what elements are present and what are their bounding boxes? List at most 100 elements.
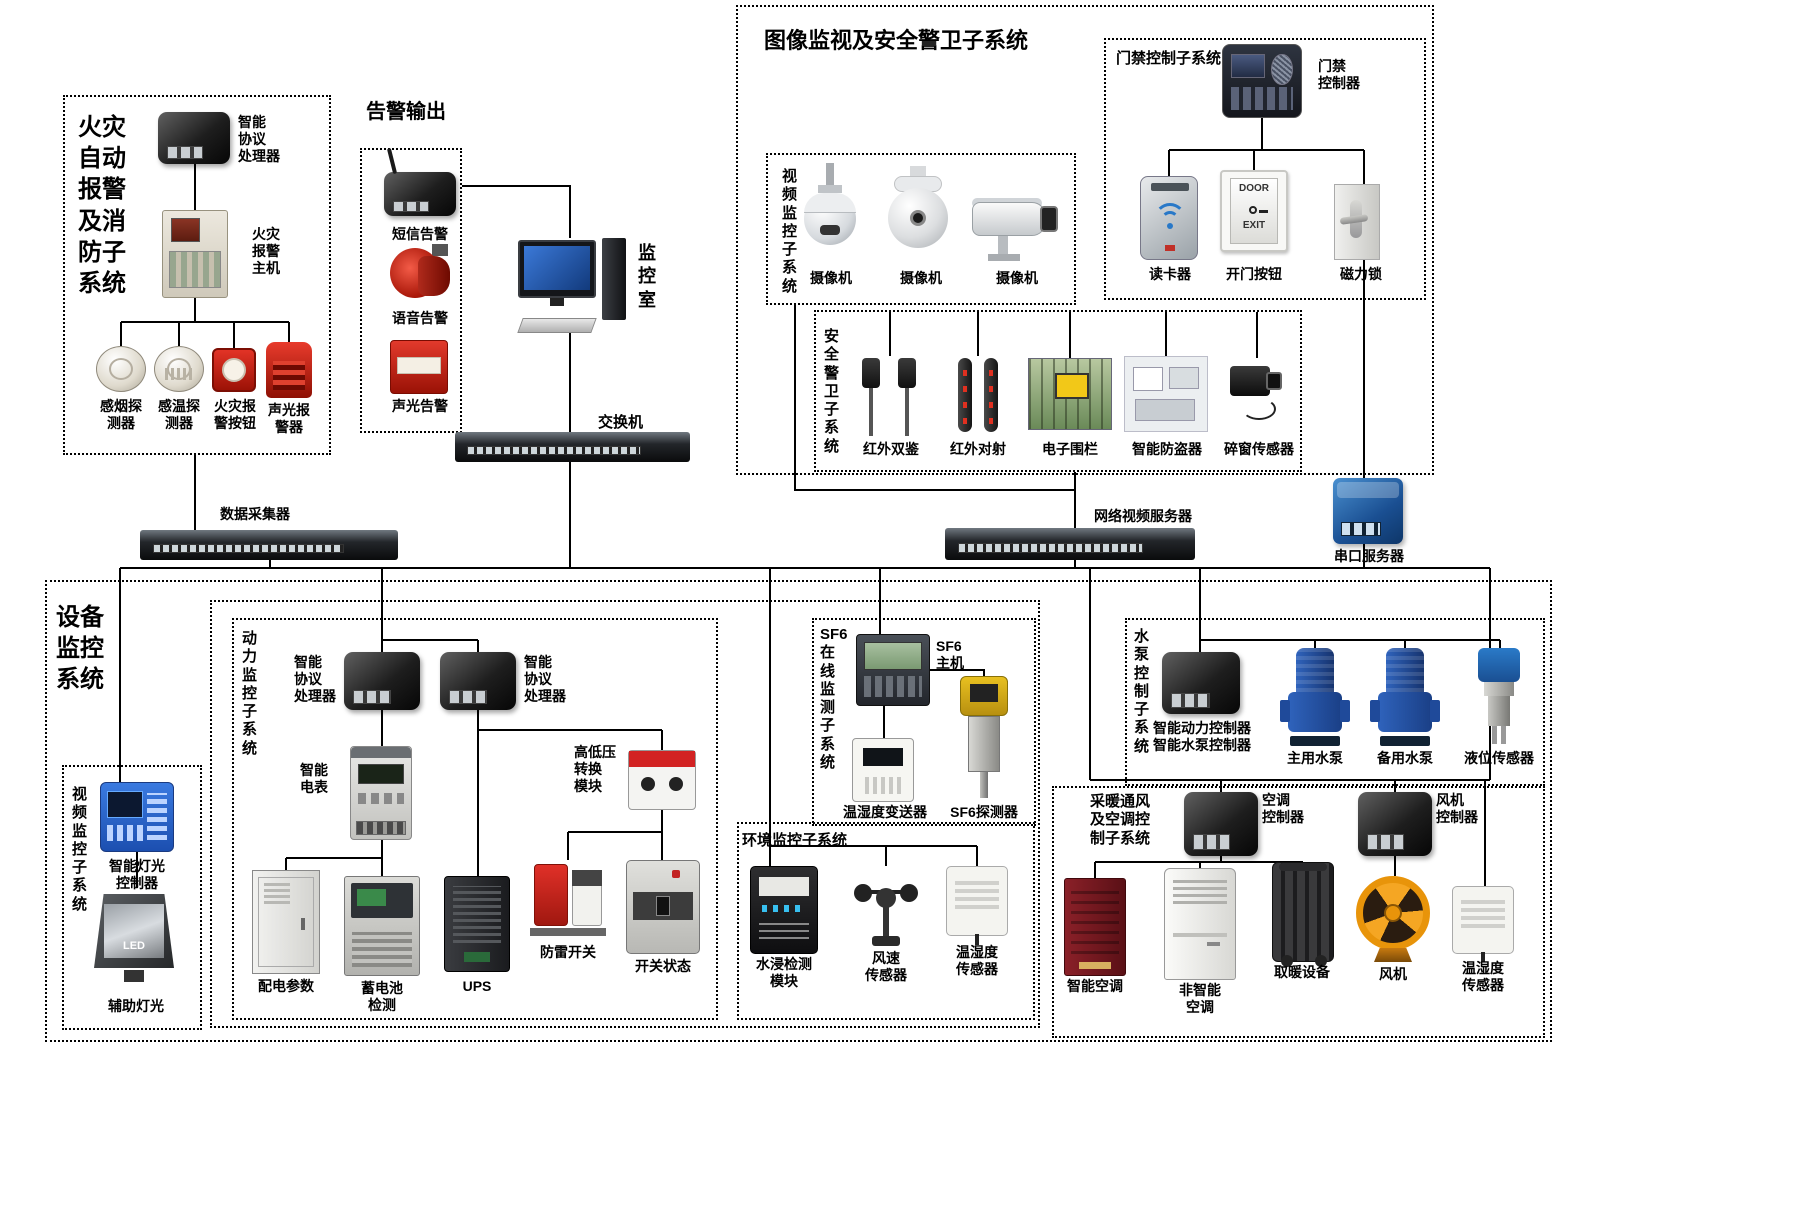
meter-lcd <box>358 763 404 784</box>
led-floodlight-device: LED <box>94 888 174 988</box>
detector-probe <box>980 772 988 798</box>
sf6-host-label: SF6 主机 <box>936 638 964 672</box>
th-sensor-device <box>946 866 1008 945</box>
video-surveillance-title: 视 频 监 控 子 系 统 <box>782 168 798 295</box>
kit-module <box>1135 399 1195 421</box>
image-security-system-box <box>736 5 1434 475</box>
sensor-fork <box>1501 726 1506 744</box>
security-guard-title: 安 全 警 卫 子 系 统 <box>824 328 840 455</box>
cabinet-handle <box>300 917 305 930</box>
ir-beam-label: 红外对射 <box>950 441 1006 457</box>
battery-label: 蓄电池 检测 <box>361 980 403 1014</box>
ac-controller-device <box>1184 792 1258 856</box>
surge-protector-label: 防雷开关 <box>540 944 596 960</box>
ups-screen <box>464 952 490 962</box>
ethernet-ports <box>166 146 203 159</box>
camera3-label: 摄像机 <box>996 270 1038 286</box>
ac-panel <box>1079 961 1111 970</box>
sensor-body <box>1488 696 1510 726</box>
video-light-title: 视 频 监 控 子 系 统 <box>72 786 88 913</box>
electric-fence-label: 电子围栏 <box>1042 441 1098 457</box>
camera-foot <box>988 254 1020 261</box>
serial-ports <box>1341 521 1381 537</box>
light-controller-label: 智能灯光 控制器 <box>109 858 165 892</box>
pump-controller-label: 智能动力控制器 智能水泵控制器 <box>1153 720 1251 754</box>
sf6-detector-device <box>956 676 1012 800</box>
fan-blades <box>1356 876 1430 950</box>
network-video-server-label: 网络视频服务器 <box>1094 508 1192 524</box>
sensor-ridges <box>1461 897 1505 928</box>
camera1-label: 摄像机 <box>810 270 852 286</box>
power-processor2-label: 智能 协议 处理器 <box>524 654 566 705</box>
sensor-cable <box>1242 398 1276 420</box>
hvac-control-box <box>1052 786 1545 1038</box>
ptz-camera-device <box>880 166 956 268</box>
horn-mouth <box>418 256 450 296</box>
th-sensor1-label: 温湿度 传感器 <box>956 944 998 978</box>
pump-flange <box>1280 700 1290 722</box>
alarm-output-title: 告警输出 <box>366 101 446 123</box>
magnetic-lock-device <box>1326 184 1388 260</box>
fire-subsystem-title: 火灾 自动 报警 及消 防子 系统 <box>78 114 126 297</box>
alarm-output-box <box>360 148 462 433</box>
network-video-server-device <box>945 528 1195 560</box>
serial-server-device <box>1333 478 1403 544</box>
sensor-fork <box>1492 726 1497 744</box>
exit-text: EXIT <box>1242 220 1266 232</box>
floodlight-bracket <box>124 970 144 982</box>
surge-module-top <box>572 870 602 886</box>
video-surveillance-box <box>766 153 1076 305</box>
floodlight-face <box>104 904 164 958</box>
power-monitoring-box <box>232 618 718 1020</box>
window-sensor-label: 碎窗传感器 <box>1224 441 1294 457</box>
power-processor1-label: 智能 协议 处理器 <box>294 654 336 705</box>
breaker-toggle <box>655 895 671 917</box>
network-switch-device <box>455 432 690 462</box>
main-pump-label: 主用水泵 <box>1287 750 1343 766</box>
sf6-title: SF6 在 线 监 测 子 系 统 <box>820 626 848 772</box>
module-label <box>758 877 810 897</box>
switch-ports <box>152 543 344 554</box>
wifi-dot <box>1167 223 1173 229</box>
sensor-lens <box>1266 372 1282 390</box>
light-controller-device <box>100 782 174 852</box>
screen <box>106 791 143 819</box>
ethernet-ports <box>392 201 429 212</box>
detector-body <box>968 716 1000 772</box>
camera-pole <box>826 163 834 189</box>
sf6-monitoring-box <box>812 618 1036 826</box>
exit-button-label: 开门按钮 <box>1226 266 1282 282</box>
tower <box>602 238 626 320</box>
pump-motor <box>1296 648 1334 692</box>
monitor <box>518 240 596 298</box>
level-sensor-device <box>1468 648 1530 746</box>
wind-sensor-label: 风速 传感器 <box>865 950 907 984</box>
door-text: DOOR <box>1239 182 1269 194</box>
fire-processor-label: 智能 协议 处理器 <box>238 114 280 165</box>
electric-fence-device <box>1028 358 1112 430</box>
monitoring-computer-device <box>517 238 628 338</box>
camera-bracket <box>818 185 842 193</box>
keyboard <box>517 318 597 333</box>
heater-wheel <box>1281 955 1293 967</box>
beam-leds <box>963 366 967 424</box>
fire-alarm-host-device <box>162 210 228 298</box>
window-break-sensor-device <box>1222 358 1292 430</box>
reader-led <box>1165 245 1175 251</box>
breaker-label: 开关状态 <box>635 958 691 974</box>
ups-device <box>444 876 510 972</box>
voice-alarm-horn-device <box>388 242 452 304</box>
sensor-cable <box>974 933 979 945</box>
button-row <box>106 825 143 842</box>
pump-flange <box>1370 700 1380 722</box>
heater-top <box>1279 863 1327 871</box>
sensor-cable <box>1480 951 1485 963</box>
panel-display <box>170 217 201 242</box>
wifi-arc-outer <box>1154 203 1186 235</box>
ups-label: UPS <box>462 978 492 994</box>
button-column <box>147 792 168 841</box>
sounder-label: 声光报 警器 <box>268 402 310 436</box>
water-module-label: 水浸检测 模块 <box>756 956 812 990</box>
fan-controller-label: 风机 控制器 <box>1436 792 1478 826</box>
wind-speed-sensor-device <box>852 866 920 950</box>
